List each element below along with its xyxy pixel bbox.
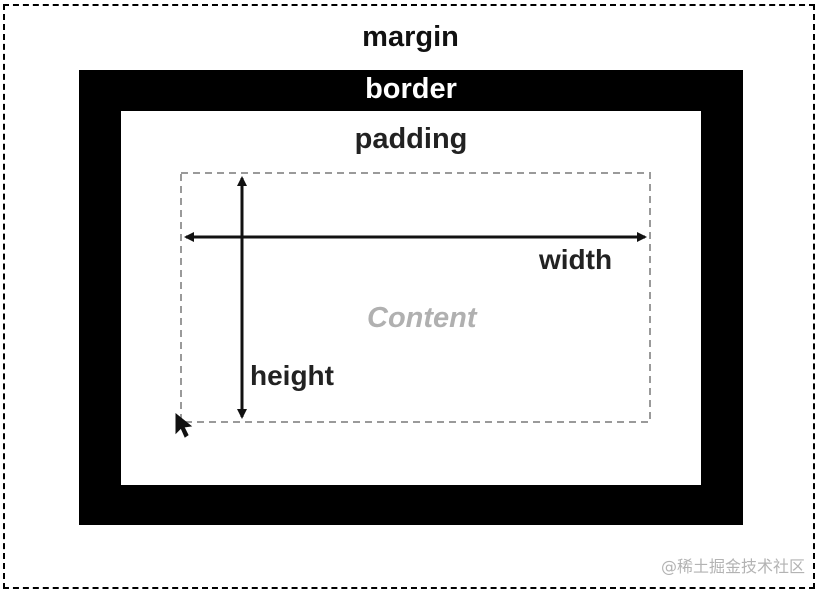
margin-label: margin [362, 21, 459, 53]
padding-label: padding [354, 123, 468, 155]
padding-area: padding [121, 111, 701, 485]
height-label: height [250, 360, 334, 391]
margin-outline [3, 4, 815, 589]
border-label: border [365, 73, 457, 105]
watermark: @稀土掘金技术社区 [660, 557, 805, 576]
width-label: width [539, 244, 613, 275]
content-label: Content [367, 302, 477, 334]
border-area: border padding [79, 70, 743, 525]
